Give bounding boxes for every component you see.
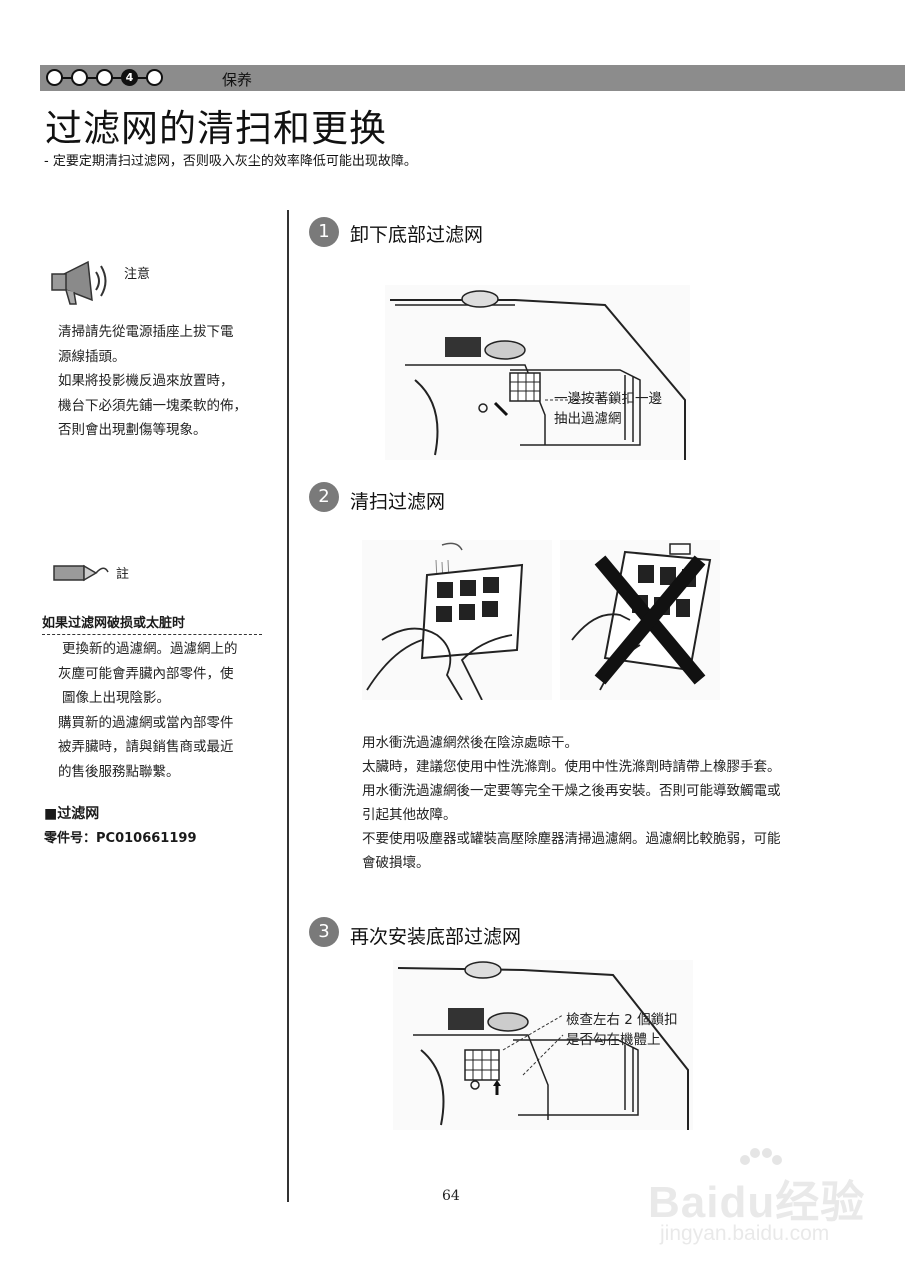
page-number: 64 [442,1188,460,1204]
pencil-icon [53,564,109,582]
page-subtitle: - 定要定期清扫过滤网，否则吸入灰尘的效率降低可能出现故障。 [44,154,417,169]
part-number-label: 零件号： [44,831,97,846]
step-number-2: 2 [309,482,339,512]
caution-line: 如果將投影機反過來放置時， [58,373,234,389]
caution-line: 否則會出現劃傷等現象。 [58,422,207,438]
step-circle-3 [96,69,113,86]
note-line: 購買新的過濾網或當內部零件 [58,714,234,731]
part-number-line: 零件号：PC010661199 [44,827,197,846]
caution-label: 注意 [124,267,151,282]
projector-bottom-remove-illustration [385,285,690,460]
megaphone-icon [51,260,107,305]
note-line: 的售後服務點聯繫。 [58,763,180,780]
step-title-1: 卸下底部过滤网 [350,224,484,246]
chapter-label: 保养 [222,71,253,89]
do-not-wring-filter-illustration [560,540,720,700]
step-circle-2 [71,69,88,86]
column-divider [287,210,289,1202]
instruction-paragraph: 用水衝洗過濾網後一定要等完全干燥之後再安裝。否則可能導致觸電或引起其他故障。 [362,783,781,823]
step-title-3: 再次安装底部过滤网 [350,926,522,948]
part-number: PC010661199 [96,831,197,846]
caution-line: 機台下必須先鋪一塊柔軟的佈， [58,397,247,414]
caution-line: 清掃請先從電源插座上拔下電 [58,324,234,340]
step-circle-4-active: 4 [121,69,138,86]
step-title-2: 清扫过滤网 [350,491,446,513]
step-number-1: 1 [309,217,339,247]
wash-filter-illustration [362,540,552,700]
callout-step3: 檢查左右 2 個鎖扣 是否勾在機體上 [566,1010,678,1050]
cleaning-instructions: 用水衝洗過濾網然後在陰涼處晾干。 太臟時，建議您使用中性洗滌劑。使用中性洗滌劑時… [362,731,782,875]
step-circle-5 [146,69,163,86]
callout-step1: 一邊按著鎖扣一邊 抽出過濾網 [554,389,662,429]
instruction-paragraph: 太臟時，建議您使用中性洗滌劑。使用中性洗滌劑時請帶上橡膠手套。 [362,759,781,775]
callout-line: 是否勾在機體上 [566,1032,661,1048]
instruction-paragraph: 用水衝洗過濾網然後在陰涼處晾干。 [362,735,578,751]
watermark-url: jingyan.baidu.com [660,1222,830,1245]
instruction-paragraph: 不要使用吸塵器或罐裝高壓除塵器清掃過濾網。過濾網比較脆弱，可能會破損壞。 [362,831,781,871]
watermark-logo: Baidu经验 [648,1178,866,1227]
part-title: ■过滤网 [44,806,100,822]
step-number-3: 3 [309,917,339,947]
note-label: 註 [116,567,130,582]
note-line: 灰塵可能會弄臟內部零件，使 [58,665,234,682]
caution-line: 源線插頭。 [58,348,126,365]
step-circle-1 [46,69,63,86]
baidu-watermark: Baidu经验 jingyan.baidu.com [640,1148,890,1258]
note-heading: 如果过滤网破损或太脏时 [42,612,262,635]
note-line: 更換新的過濾網。過濾網上的 [62,641,238,657]
note-line: 圖像上出現陰影。 [62,690,170,706]
paw-icon [740,1148,782,1165]
callout-line: 檢查左右 2 個鎖扣 [566,1012,678,1028]
caution-text: 清掃請先從電源插座上拔下電 源線插頭。 如果將投影機反過來放置時， 機台下必須先… [58,320,247,443]
page-title: 过滤网的清扫和更换 [45,107,387,150]
callout-line: 抽出過濾網 [554,411,622,427]
chapter-header-band: 4 保养 [40,65,905,91]
projector-bottom-install-illustration [393,960,693,1130]
note-text: 更換新的過濾網。過濾網上的 灰塵可能會弄臟內部零件，使 圖像上出現陰影。 購買新… [58,637,238,784]
callout-line: 一邊按著鎖扣一邊 [554,391,662,407]
note-line: 被弄臟時，請與銷售商或最近 [58,739,234,755]
